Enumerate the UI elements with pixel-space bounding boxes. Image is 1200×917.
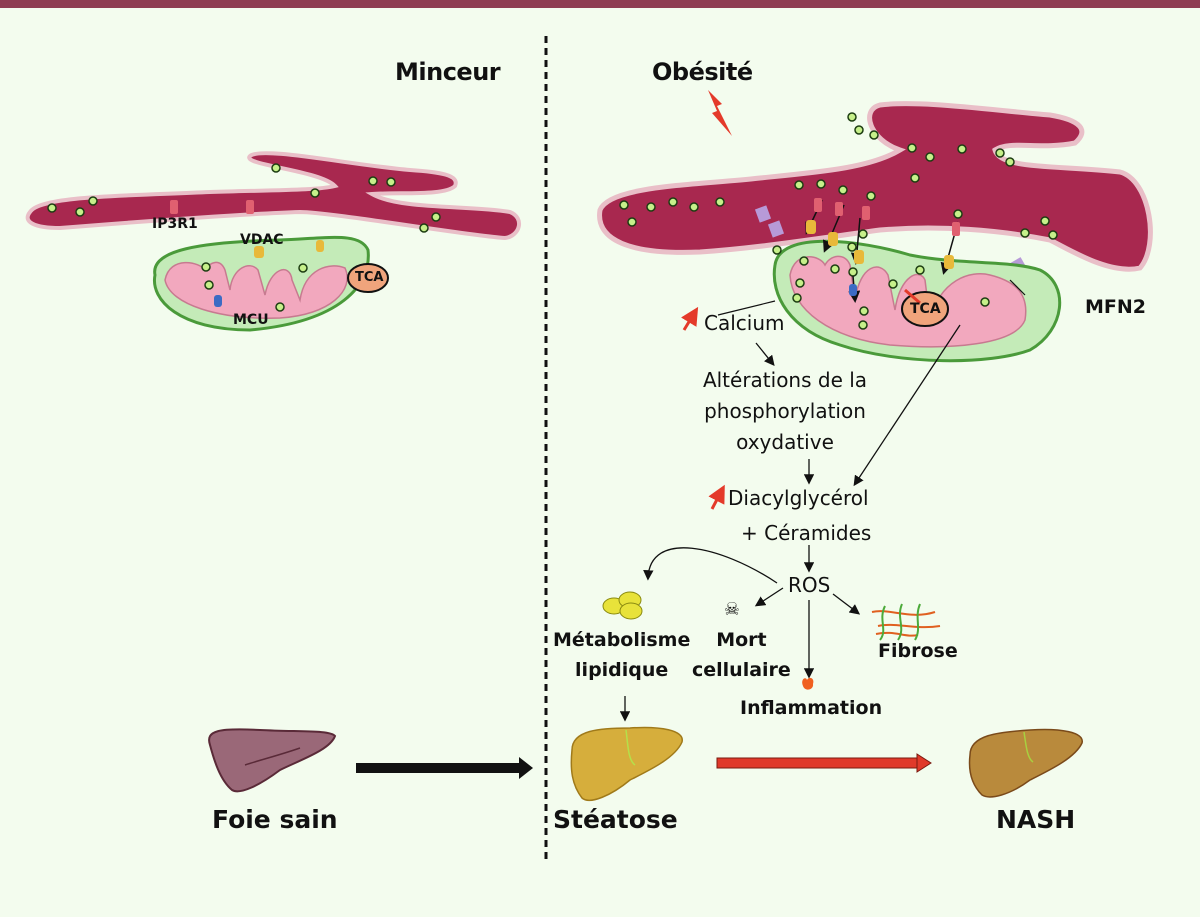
label-tca-left: TCA <box>355 270 384 285</box>
cell-death-line-2: cellulaire <box>692 659 791 681</box>
label-healthy-liver: Foie sain <box>212 805 338 834</box>
tca-cycle-left <box>347 263 389 293</box>
label-mcu: MCU <box>233 312 269 328</box>
label-calcium: Calcium <box>704 311 785 335</box>
mcu-channel <box>214 295 222 307</box>
progression-arrow-steatosis-to-nash <box>716 753 932 773</box>
cell-death-line-1: Mort <box>716 629 767 651</box>
arrow-ros-to-lipid <box>643 547 778 584</box>
vdac-channel-2 <box>316 240 324 252</box>
mfn2-leader-line <box>1009 279 1026 296</box>
nash-liver-icon <box>968 728 1083 798</box>
lipid-droplets-icon <box>602 591 643 620</box>
label-vdac: VDAC <box>240 232 284 248</box>
label-cell-death: Mort cellulaire <box>692 625 791 685</box>
lightning-bolt-icon <box>708 90 732 136</box>
label-diacylglycerol: Diacylglycérol <box>728 486 869 510</box>
vdac-channel-1 <box>254 246 264 258</box>
label-ros: ROS <box>788 573 831 597</box>
label-ceramides: + Céramides <box>741 521 872 545</box>
label-oxphos: Altérations de la phosphorylation oxydat… <box>690 365 880 458</box>
label-lipid-metabolism: Métabolisme lipidique <box>553 625 690 685</box>
mfn2-tether-left <box>754 205 785 238</box>
label-nash: NASH <box>996 805 1076 834</box>
label-inflammation: Inflammation <box>740 697 883 719</box>
healthy-liver-icon <box>208 728 337 793</box>
arrow-ros-to-death <box>754 587 784 607</box>
fibrosis-fibers-icon <box>871 603 941 641</box>
oxphos-line-2: phosphorylation <box>704 399 866 423</box>
er-right <box>597 101 1153 272</box>
lipid-metabolism-line-2: lipidique <box>575 659 669 681</box>
oxphos-line-1: Altérations de la <box>702 368 868 392</box>
tca-increase-arrow <box>904 288 921 305</box>
lipid-metabolism-line-1: Métabolisme <box>553 629 691 651</box>
arrow-calcium-to-oxphos <box>755 342 775 367</box>
calcium-dots-er-left <box>47 163 441 233</box>
mcu-channel-right <box>849 284 857 296</box>
progression-arrow-healthy-to-steatosis <box>356 757 533 779</box>
label-fibrosis: Fibrose <box>878 640 958 662</box>
skull-crossbones-icon: ☠ <box>724 599 740 620</box>
er-left <box>25 151 521 241</box>
increase-arrow-calcium-icon <box>681 306 699 331</box>
increase-arrow-dag-icon <box>708 484 725 510</box>
top-border-bar <box>0 0 1200 8</box>
ip3r1-channel-1 <box>170 200 178 214</box>
arrow-tca-to-dag <box>853 324 961 487</box>
label-mfn2: MFN2 <box>1085 296 1147 318</box>
label-steatosis: Stéatose <box>553 805 678 834</box>
panel-title-minceur: Minceur <box>395 58 501 86</box>
label-tca-right: TCA <box>910 301 941 317</box>
label-ip3r1: IP3R1 <box>152 216 198 232</box>
steatosis-liver-icon <box>570 726 683 801</box>
arrow-ros-to-fibrosis <box>832 593 861 615</box>
tca-cycle-right <box>901 291 949 327</box>
mitochondrion-right <box>772 198 1062 363</box>
panel-title-obesite: Obésité <box>652 58 753 86</box>
svg-text:☠: ☠ <box>724 599 740 620</box>
flame-icon <box>802 677 814 690</box>
calcium-leader-line <box>717 300 776 316</box>
oxphos-line-3: oxydative <box>736 430 834 454</box>
mitochondrion-left <box>152 235 389 332</box>
ip3r1-channel-2 <box>246 200 254 214</box>
calcium-dots-er-right <box>619 112 1058 240</box>
